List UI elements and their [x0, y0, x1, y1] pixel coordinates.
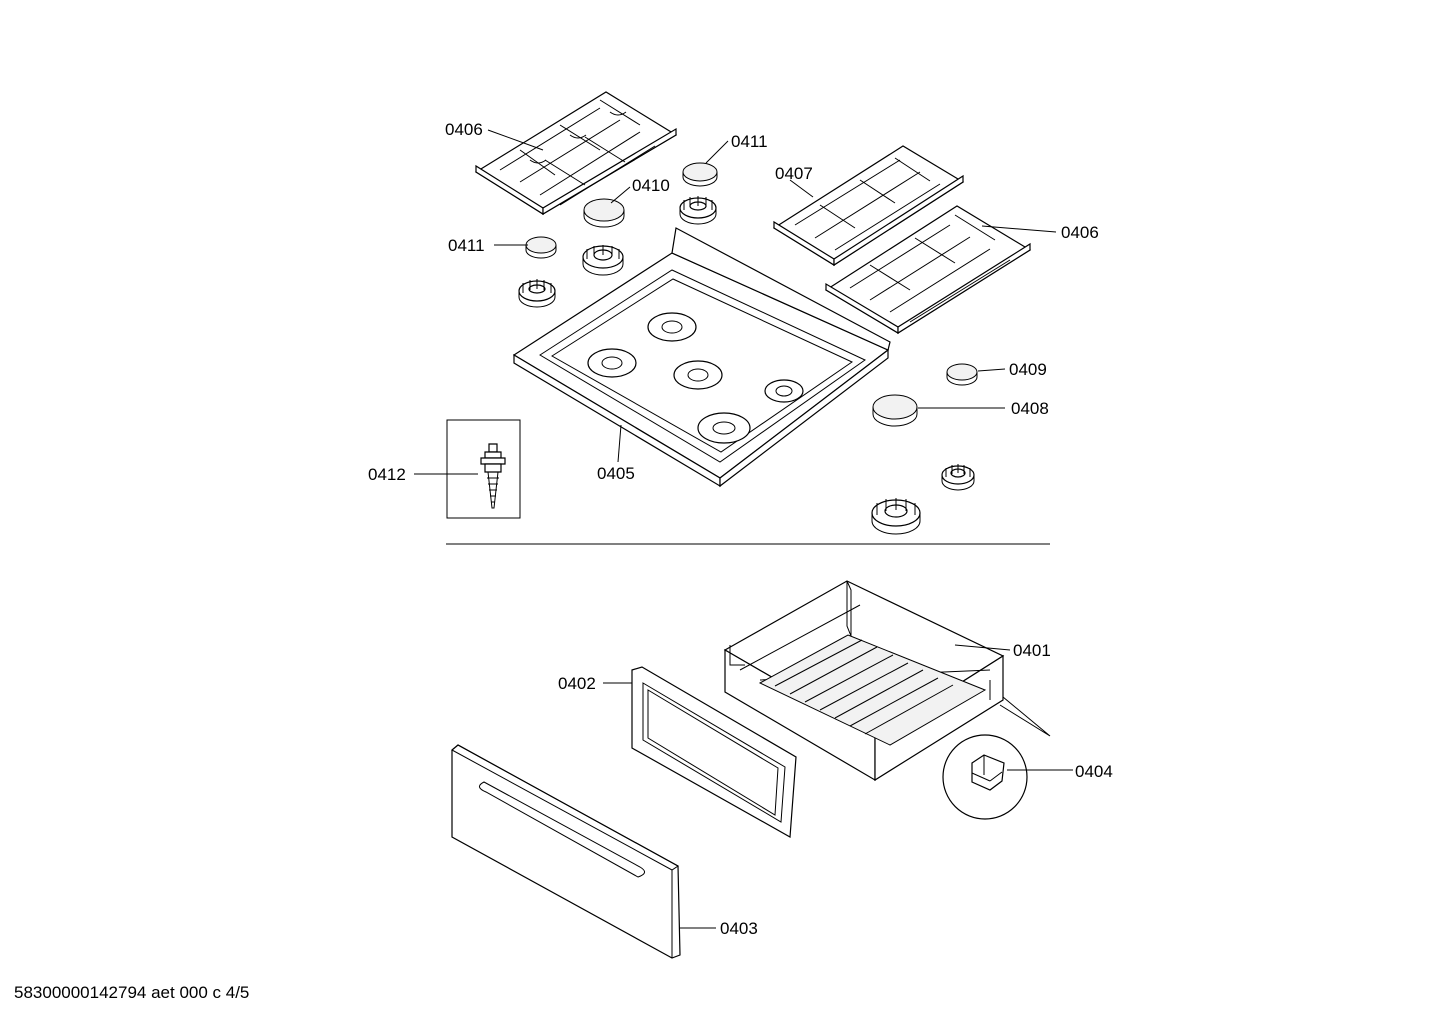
inner-panel-0402: [631, 666, 797, 838]
burner-base-2: [582, 245, 624, 276]
callout-0411-left: 0411: [448, 236, 485, 255]
callout-0407: 0407: [775, 164, 813, 183]
burner-cap-0410: [583, 198, 625, 228]
grate-0406-left: [474, 91, 678, 216]
burner-base-4: [941, 464, 975, 491]
clip-detail-0404: [942, 696, 1051, 820]
callout-0401: 0401: [1013, 641, 1051, 660]
burner-cap-0408: [872, 394, 918, 427]
screw-0412: [446, 419, 521, 519]
callout-0408: 0408: [1011, 399, 1049, 418]
callout-0404: 0404: [1075, 762, 1113, 781]
callout-0402: 0402: [558, 674, 596, 693]
drawer-box-0401: [723, 580, 1005, 782]
burner-base-3: [518, 279, 556, 308]
callout-0406-right: 0406: [1061, 223, 1099, 242]
callout-0403: 0403: [720, 919, 758, 938]
burner-cap-0411-left: [525, 236, 557, 259]
burner-base-5: [871, 498, 921, 535]
callout-0409: 0409: [1009, 360, 1047, 379]
callout-0405: 0405: [597, 464, 635, 483]
burner-cap-0411-top: [682, 162, 718, 187]
leader-lines: [414, 129, 1073, 929]
burner-base-1: [679, 196, 717, 225]
callout-0406-left: 0406: [445, 120, 483, 139]
callout-0412: 0412: [368, 465, 406, 484]
cooktop-0405: [512, 227, 891, 488]
document-footer-id: 58300000142794 aet 000 c 4/5: [14, 983, 250, 1002]
callout-0410: 0410: [632, 176, 670, 195]
grate-0407: [772, 145, 965, 267]
drawer-front-0403: [451, 744, 681, 959]
burner-cap-0409: [946, 363, 978, 386]
grate-0406-right: [824, 205, 1032, 335]
callout-0411-top: 0411: [731, 132, 768, 151]
